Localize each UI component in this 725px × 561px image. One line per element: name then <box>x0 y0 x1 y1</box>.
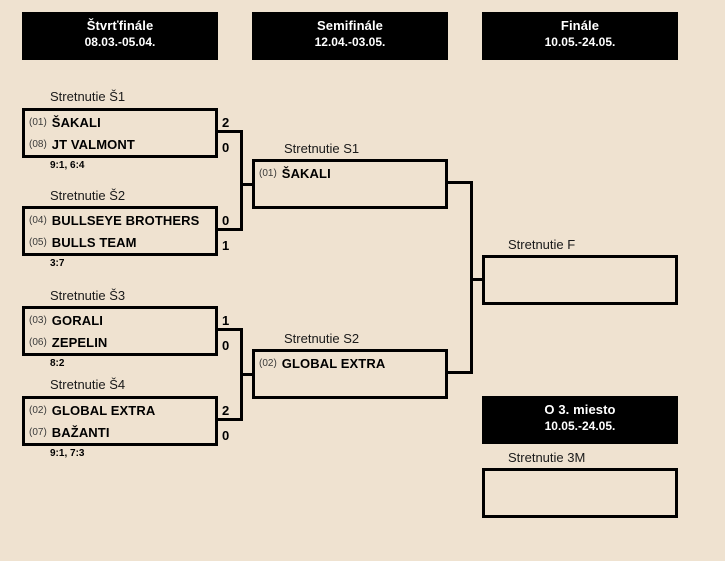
team-score: 2 <box>222 403 230 418</box>
team-seed: (02) <box>259 357 277 369</box>
match-detail-qf2: 3:7 <box>50 258 65 269</box>
round-header-final: Finále 10.05.-24.05. <box>482 12 678 60</box>
team-name: BULLSEYE BROTHERS <box>51 212 200 228</box>
team-row[interactable] <box>255 184 445 206</box>
round-header-quarterfinals: Štvrťfinále 08.03.-05.04. <box>22 12 218 60</box>
team-seed: (05) <box>29 236 47 248</box>
team-row[interactable] <box>255 374 445 396</box>
team-row[interactable]: (01) ŠAKALI <box>25 111 215 133</box>
team-row[interactable]: (05) BULLS TEAM <box>25 231 215 253</box>
team-seed: (07) <box>29 426 47 438</box>
connector-qf1-out <box>218 130 243 133</box>
connector-sf1-out <box>448 181 473 184</box>
match-label-qf1: Stretnutie Š1 <box>50 89 126 104</box>
match-box-qf2[interactable]: (04) BULLSEYE BROTHERS (05) BULLS TEAM <box>22 206 218 256</box>
team-row[interactable] <box>485 471 675 493</box>
connector-qf1-qf2-join <box>240 130 243 231</box>
match-detail-qf4: 9:1, 7:3 <box>50 448 85 459</box>
connector-sf2-out <box>448 371 473 374</box>
team-score: 2 <box>222 115 230 130</box>
team-score: 0 <box>222 428 230 443</box>
team-row[interactable]: (06) ZEPELIN <box>25 331 215 353</box>
connector-qf3-out <box>218 328 243 331</box>
round-title: Štvrťfinále <box>86 18 154 33</box>
round-title: Finále <box>560 18 600 33</box>
team-row[interactable]: (03) GORALI <box>25 309 215 331</box>
team-score: 0 <box>222 213 230 228</box>
connector-into-final <box>470 278 485 281</box>
round-title: O 3. miesto <box>544 402 616 417</box>
team-row[interactable] <box>485 258 675 280</box>
match-detail-qf1: 9:1, 6:4 <box>50 160 85 171</box>
team-row[interactable]: (04) BULLSEYE BROTHERS <box>25 209 215 231</box>
match-box-sf2[interactable]: (02) GLOBAL EXTRA <box>252 349 448 399</box>
team-name: ŠAKALI <box>51 114 101 130</box>
team-name: GLOBAL EXTRA <box>51 402 156 418</box>
match-label-sf2: Stretnutie S2 <box>284 331 360 346</box>
team-score: 1 <box>222 313 230 328</box>
match-label-final: Stretnutie F <box>508 237 576 252</box>
team-name: JT VALMONT <box>51 136 135 152</box>
match-label-sf1: Stretnutie S1 <box>284 141 360 156</box>
match-box-final[interactable] <box>482 255 678 305</box>
connector-into-sf1 <box>240 183 255 186</box>
match-label-qf3: Stretnutie Š3 <box>50 288 126 303</box>
team-row[interactable]: (01) ŠAKALI <box>255 162 445 184</box>
team-row[interactable]: (07) BAŽANTI <box>25 421 215 443</box>
team-name: GLOBAL EXTRA <box>281 355 386 371</box>
team-row[interactable]: (02) GLOBAL EXTRA <box>255 352 445 374</box>
team-name: GORALI <box>51 312 103 328</box>
team-seed: (06) <box>29 336 47 348</box>
round-dates: 10.05.-24.05. <box>544 419 616 433</box>
team-row[interactable] <box>485 280 675 302</box>
match-detail-qf3: 8:2 <box>50 358 65 369</box>
round-title: Semifinále <box>316 18 384 33</box>
team-score: 0 <box>222 338 230 353</box>
match-box-qf3[interactable]: (03) GORALI (06) ZEPELIN <box>22 306 218 356</box>
team-name: BAŽANTI <box>51 424 110 440</box>
match-box-third-place[interactable] <box>482 468 678 518</box>
team-row[interactable]: (02) GLOBAL EXTRA <box>25 399 215 421</box>
team-seed: (02) <box>29 404 47 416</box>
team-seed: (01) <box>29 116 47 128</box>
team-name: ZEPELIN <box>51 334 108 350</box>
team-score: 1 <box>222 238 230 253</box>
connector-into-sf2 <box>240 373 255 376</box>
connector-qf2-out <box>218 228 243 231</box>
round-header-semifinals: Semifinále 12.04.-03.05. <box>252 12 448 60</box>
team-name: BULLS TEAM <box>51 234 137 250</box>
match-label-qf4: Stretnutie Š4 <box>50 377 126 392</box>
team-seed: (08) <box>29 138 47 150</box>
round-dates: 10.05.-24.05. <box>544 35 616 49</box>
round-dates: 12.04.-03.05. <box>314 35 386 49</box>
team-row[interactable] <box>485 493 675 515</box>
team-row[interactable]: (08) JT VALMONT <box>25 133 215 155</box>
match-label-qf2: Stretnutie Š2 <box>50 188 126 203</box>
connector-qf4-out <box>218 418 243 421</box>
team-name: ŠAKALI <box>281 165 331 181</box>
match-label-third-place: Stretnutie 3M <box>508 450 586 465</box>
team-score: 0 <box>222 140 230 155</box>
connector-sf1-sf2-join <box>470 181 473 374</box>
team-seed: (03) <box>29 314 47 326</box>
round-header-third-place: O 3. miesto 10.05.-24.05. <box>482 396 678 444</box>
match-box-sf1[interactable]: (01) ŠAKALI <box>252 159 448 209</box>
match-box-qf1[interactable]: (01) ŠAKALI (08) JT VALMONT <box>22 108 218 158</box>
team-seed: (04) <box>29 214 47 226</box>
match-box-qf4[interactable]: (02) GLOBAL EXTRA (07) BAŽANTI <box>22 396 218 446</box>
round-dates: 08.03.-05.04. <box>84 35 156 49</box>
team-seed: (01) <box>259 167 277 179</box>
